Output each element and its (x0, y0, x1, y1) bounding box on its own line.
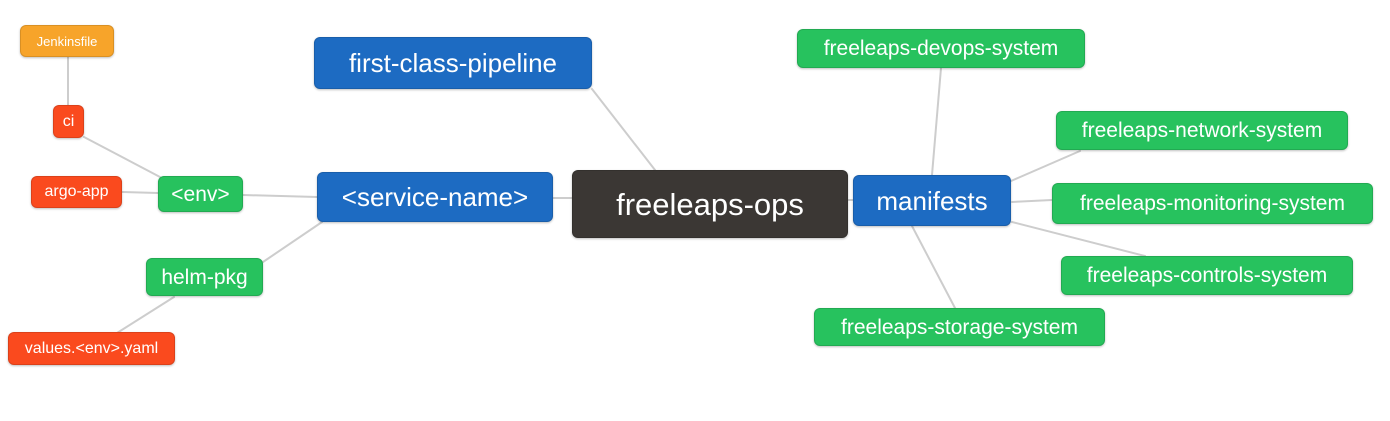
edge-env-service-name (242, 194, 318, 198)
node-network-system[interactable]: freeleaps-network-system (1056, 111, 1348, 150)
edge-argo-app-env (121, 191, 159, 194)
node-devops-system[interactable]: freeleaps-devops-system (797, 29, 1085, 68)
edge-manifests-monitoring-system (1011, 199, 1053, 203)
node-first-class-pipeline[interactable]: first-class-pipeline (314, 37, 592, 89)
node-freeleaps-ops[interactable]: freeleaps-ops (572, 170, 848, 238)
node-ci[interactable]: ci (53, 105, 84, 138)
edge-helm-pkg-service-name (262, 221, 323, 263)
edge-values-env-yaml-helm-pkg (116, 296, 175, 334)
edge-ci-env (83, 136, 161, 178)
node-env[interactable]: <env> (158, 176, 243, 212)
node-argo-app[interactable]: argo-app (31, 176, 122, 208)
node-values-env-yaml[interactable]: values.<env>.yaml (8, 332, 175, 365)
edge-manifests-storage-system (911, 225, 956, 309)
node-manifests[interactable]: manifests (853, 175, 1011, 226)
node-helm-pkg[interactable]: helm-pkg (146, 258, 263, 296)
node-controls-system[interactable]: freeleaps-controls-system (1061, 256, 1353, 295)
edge-manifests-devops-system (931, 67, 942, 176)
edge-manifests-network-system (1010, 150, 1081, 182)
node-service-name[interactable]: <service-name> (317, 172, 553, 222)
edge-manifests-controls-system (1011, 221, 1146, 257)
edge-first-class-pipeline-freeleaps-ops (591, 88, 656, 171)
node-jenkinsfile[interactable]: Jenkinsfile (20, 25, 114, 57)
node-storage-system[interactable]: freeleaps-storage-system (814, 308, 1105, 346)
node-monitoring-system[interactable]: freeleaps-monitoring-system (1052, 183, 1373, 224)
